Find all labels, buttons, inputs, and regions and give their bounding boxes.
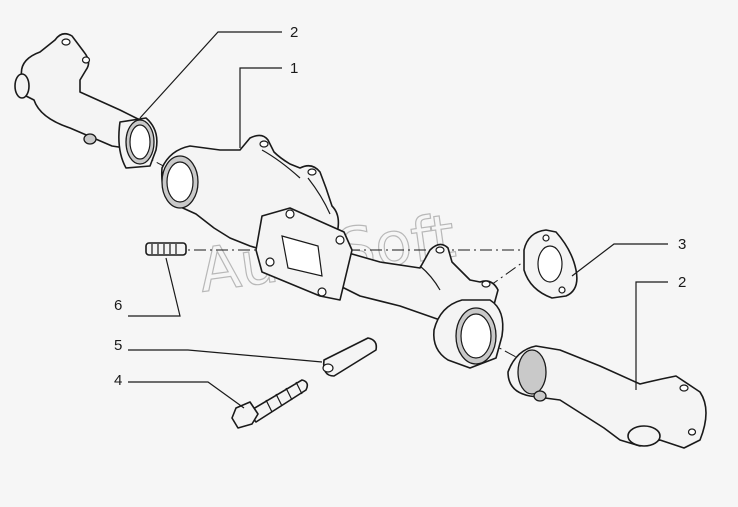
leader-4 bbox=[128, 381, 245, 409]
stud-bolt bbox=[145, 242, 187, 256]
pipe-elbow-lower-right bbox=[507, 345, 707, 449]
leader-3 bbox=[571, 243, 668, 277]
callout-3: 3 bbox=[678, 236, 686, 253]
leader-lines bbox=[128, 31, 668, 409]
callout-4: 4 bbox=[114, 372, 122, 389]
pipe-elbow-upper-left bbox=[14, 32, 141, 151]
callout-2-lower: 2 bbox=[678, 274, 686, 291]
pipe-sleeve-upper bbox=[118, 117, 158, 169]
leader-5 bbox=[128, 349, 323, 363]
callout-6: 6 bbox=[114, 297, 122, 314]
flange-bolt bbox=[231, 379, 309, 429]
exhaust-manifold bbox=[160, 134, 499, 331]
callout-5: 5 bbox=[114, 337, 122, 354]
callout-2-upper: 2 bbox=[290, 24, 298, 41]
pipe-sleeve-lower bbox=[432, 299, 504, 369]
gasket bbox=[523, 229, 578, 299]
leader-6 bbox=[128, 257, 181, 317]
leader-2-upper bbox=[139, 31, 282, 119]
spacer-sleeve bbox=[322, 337, 378, 377]
leader-2-lower bbox=[635, 281, 668, 390]
callout-1: 1 bbox=[290, 60, 298, 77]
leader-1 bbox=[239, 67, 282, 148]
